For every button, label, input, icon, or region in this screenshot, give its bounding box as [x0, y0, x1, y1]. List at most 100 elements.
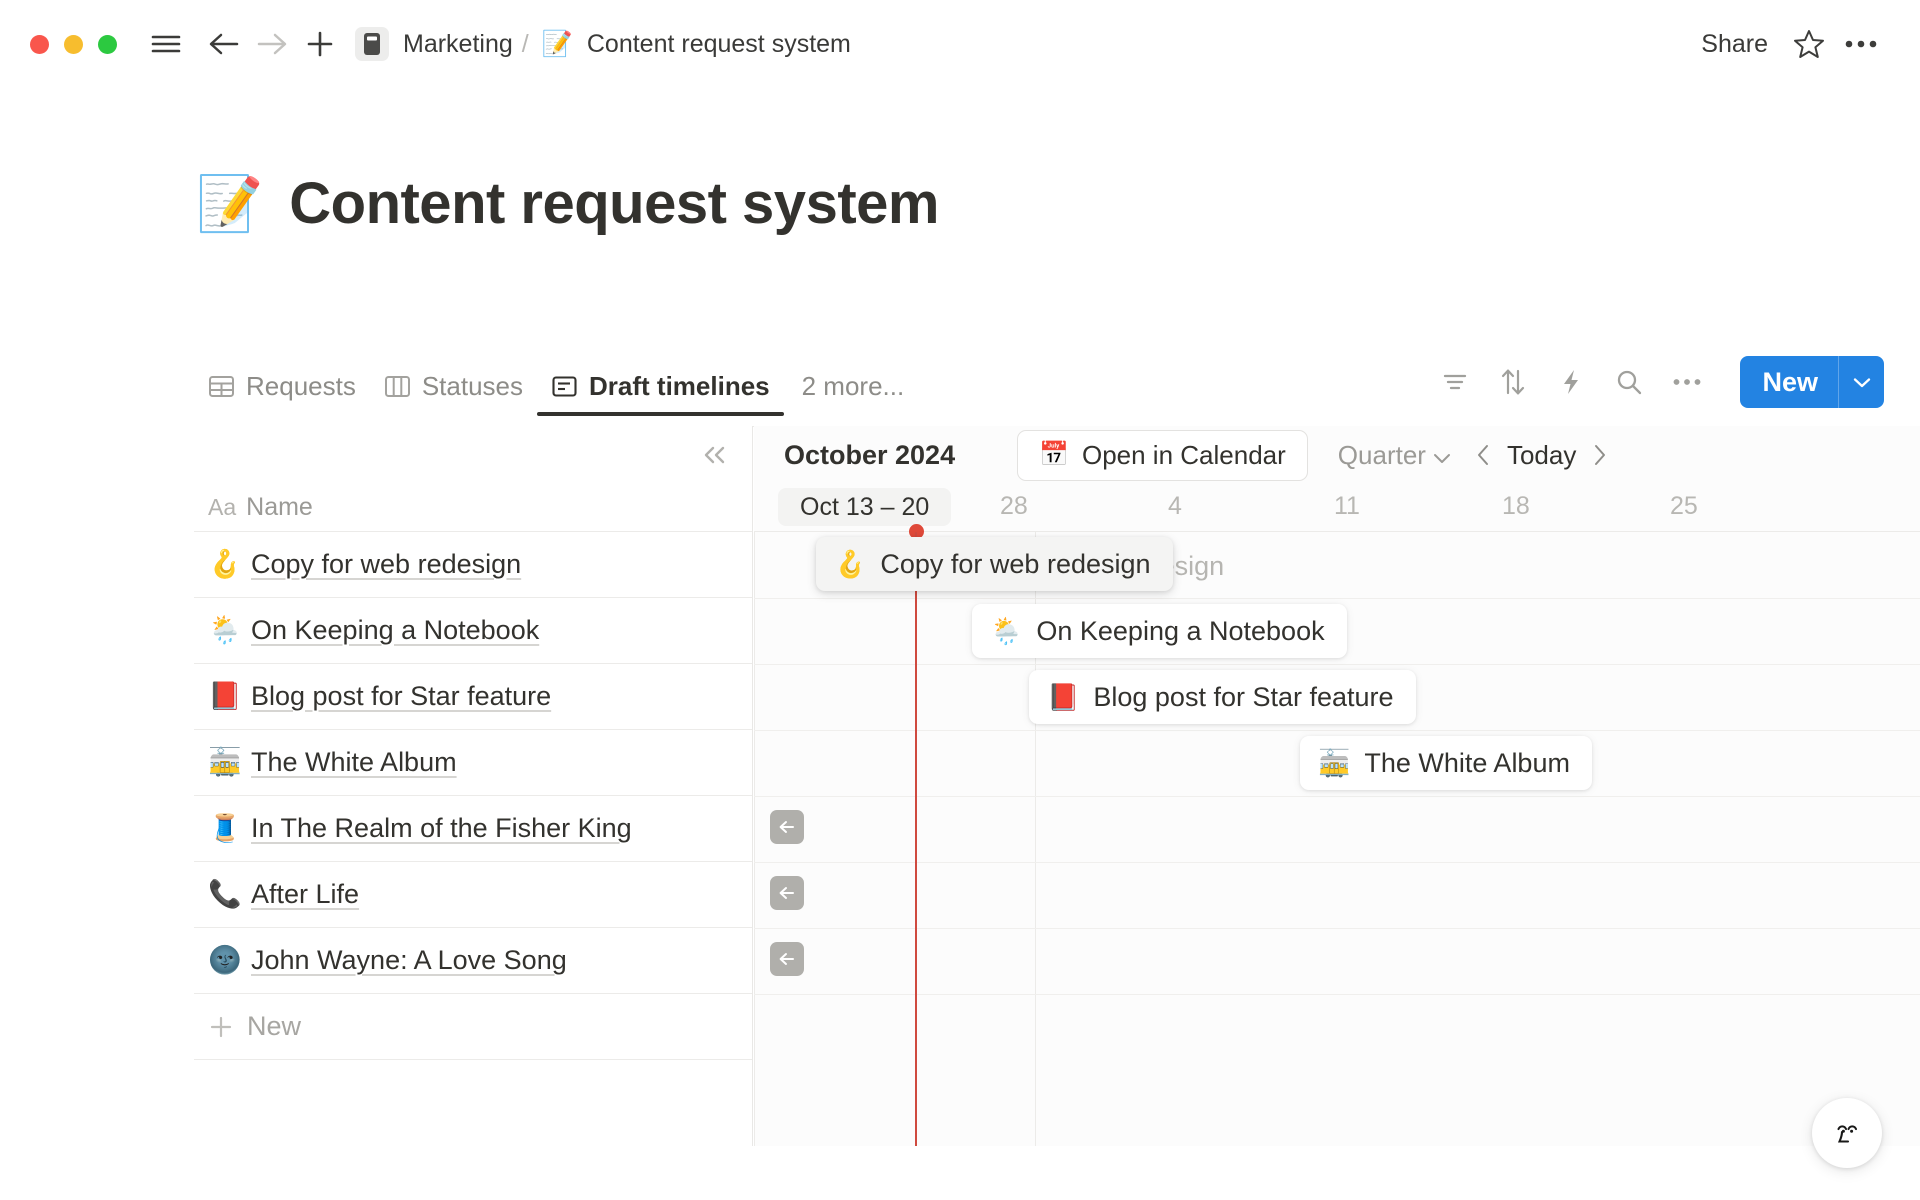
notion-ai-face-icon[interactable] [1812, 1098, 1882, 1168]
new-row-label: New [247, 1011, 302, 1041]
timeline-month-label: October 2024 [784, 439, 956, 470]
new-button-dropdown-icon[interactable] [1838, 356, 1884, 408]
lightning-icon[interactable] [1548, 359, 1594, 405]
page-title[interactable]: Content request system [289, 171, 939, 236]
bar-emoji: 🪝 [834, 549, 867, 579]
timeline-next-button[interactable] [1582, 438, 1616, 472]
row-title[interactable]: On Keeping a Notebook [251, 615, 540, 645]
bar-label: On Keeping a Notebook [1036, 615, 1325, 646]
sidebar-toggle-icon[interactable] [145, 23, 187, 65]
timeline-range-select[interactable]: Quarter [1338, 440, 1451, 471]
timeline-body[interactable]: Copy for web redesign 🪝 Copy for web red… [754, 524, 1920, 1146]
minimize-window-button[interactable] [64, 34, 83, 54]
breadcrumb-separator: / [521, 29, 529, 58]
new-page-icon[interactable] [299, 23, 341, 65]
timeline-rowline [754, 598, 1920, 599]
search-icon[interactable] [1606, 359, 1652, 405]
row-title[interactable]: In The Realm of the Fisher King [251, 813, 632, 843]
row-title[interactable]: After Life [251, 879, 360, 909]
today-marker-line [915, 532, 917, 1146]
close-window-button[interactable] [30, 34, 49, 54]
open-in-calendar-button[interactable]: 📅 Open in Calendar [1017, 429, 1308, 481]
timeline-gridline [754, 532, 755, 1146]
row-title[interactable]: John Wayne: A Love Song [251, 945, 567, 975]
name-column-label: Name [246, 493, 313, 521]
zoom-window-button[interactable] [98, 34, 117, 54]
table-row[interactable]: 🪝 Copy for web redesign [194, 532, 752, 598]
timeline-bar[interactable]: 📕 Blog post for Star feature [1029, 670, 1416, 724]
forward-icon[interactable] [251, 23, 293, 65]
bar-emoji: 🚋 [1318, 748, 1351, 778]
timeline-bar[interactable]: 🌦️ On Keeping a Notebook [972, 604, 1347, 658]
calendar-icon: 📅 [1039, 441, 1069, 468]
table-row[interactable]: 🌦️ On Keeping a Notebook [194, 598, 752, 664]
tab-draft-timelines[interactable]: Draft timelines [537, 371, 784, 416]
title-bar: Marketing / 📝 Content request system Sha… [0, 0, 1920, 88]
view-toolbar: New [1432, 356, 1884, 416]
ellipsis-icon[interactable] [1838, 21, 1884, 67]
scale-tick: 11 [1334, 492, 1360, 520]
timeline-rowline [754, 796, 1920, 797]
bar-emoji: 📕 [1047, 682, 1080, 712]
table-row[interactable]: 📞 After Life [194, 862, 752, 928]
page-header: 📝 Content request system [196, 170, 939, 237]
timeline-rowline [754, 994, 1920, 995]
timeline-rowline [754, 664, 1920, 665]
timeline-rowline [754, 928, 1920, 929]
view-more-icon[interactable] [1664, 359, 1710, 405]
offscreen-indicator-left[interactable] [770, 942, 804, 976]
offscreen-indicator-left[interactable] [770, 810, 804, 844]
timeline-bar[interactable]: 🚋 The White Album [1300, 736, 1592, 790]
table-row[interactable]: 🧵 In The Realm of the Fisher King [194, 796, 752, 862]
tab-requests[interactable]: Requests [194, 371, 370, 416]
row-title[interactable]: Blog post for Star feature [251, 681, 552, 711]
row-emoji: 📕 [208, 681, 242, 711]
collapse-row [194, 426, 752, 484]
timeline-prev-button[interactable] [1467, 438, 1501, 472]
workspace-icon[interactable] [355, 27, 389, 61]
page-emoji[interactable]: 📝 [196, 173, 264, 234]
row-title[interactable]: The White Album [251, 747, 457, 777]
back-icon[interactable] [203, 23, 245, 65]
timeline-panel: October 2024 📅 Open in Calendar Quarter [754, 426, 1920, 1146]
breadcrumb-page[interactable]: Content request system [586, 29, 851, 58]
view-tabs-bar: Requests Statuses Draft timelines 2 more… [194, 350, 1884, 416]
sort-icon[interactable] [1490, 359, 1536, 405]
row-emoji: 🚋 [208, 747, 242, 777]
scale-tick: 28 [1000, 492, 1028, 520]
timeline-rowline [754, 730, 1920, 731]
timeline-range-label: Quarter [1337, 439, 1426, 470]
bar-label: Copy for web redesign [880, 548, 1151, 579]
new-row-button[interactable]: New [194, 994, 752, 1060]
new-button[interactable]: New [1762, 366, 1818, 397]
double-chevron-left-icon[interactable] [700, 443, 730, 467]
timeline-today-button[interactable]: Today [1506, 439, 1577, 470]
row-emoji: 🪝 [208, 549, 242, 579]
share-button[interactable]: Share [1701, 29, 1768, 58]
row-title[interactable]: Copy for web redesign [251, 549, 522, 579]
offscreen-indicator-left[interactable] [770, 876, 804, 910]
breadcrumb-workspace[interactable]: Marketing [403, 29, 513, 58]
table-row[interactable]: 🚋 The White Album [194, 730, 752, 796]
timeline-bar-dragging[interactable]: 🪝 Copy for web redesign [816, 537, 1173, 591]
window-traffic-lights [30, 34, 117, 54]
bar-label: The White Album [1364, 747, 1570, 778]
scale-tick: 25 [1670, 492, 1698, 520]
table-row[interactable]: 🌚 John Wayne: A Love Song [194, 928, 752, 994]
tab-label: Draft timelines [589, 371, 770, 401]
star-icon[interactable] [1786, 21, 1832, 67]
tab-label: Requests [246, 371, 356, 401]
timeline-scale: Oct 13 – 20 28 4 11 18 25 [754, 484, 1920, 532]
table-row[interactable]: 📕 Blog post for Star feature [194, 664, 752, 730]
row-emoji: 🧵 [208, 813, 242, 843]
plus-icon [208, 1014, 234, 1040]
timeline-icon [551, 373, 578, 400]
tabs-more-button[interactable]: 2 more... [801, 371, 905, 401]
name-column-header[interactable]: Aa Name [194, 484, 752, 532]
title-bar-actions: Share [1689, 21, 1884, 67]
timeline-current-range-pill[interactable]: Oct 13 – 20 [778, 488, 952, 526]
tab-statuses[interactable]: Statuses [370, 371, 537, 416]
timeline-gridline [1035, 532, 1036, 1146]
timeline-board: Aa Name 🪝 Copy for web redesign 🌦️ On Ke… [0, 426, 1920, 1146]
filter-icon[interactable] [1432, 359, 1478, 405]
